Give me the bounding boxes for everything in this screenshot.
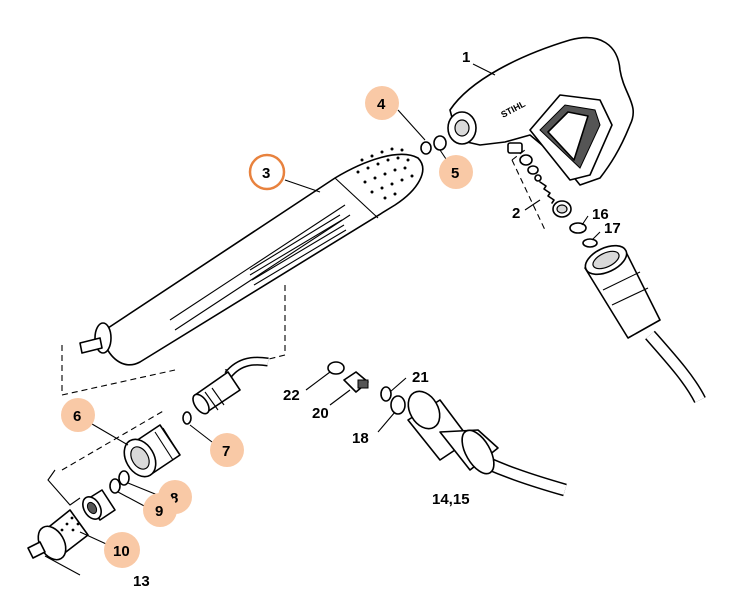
callout-4[interactable]: 4 bbox=[365, 86, 399, 120]
svg-text:21: 21 bbox=[412, 369, 429, 386]
svg-text:1: 1 bbox=[462, 49, 470, 66]
callout-16[interactable]: 16 bbox=[592, 206, 609, 223]
callout-22[interactable]: 22 bbox=[283, 387, 300, 404]
callout-17[interactable]: 17 bbox=[604, 220, 621, 237]
svg-text:7: 7 bbox=[222, 443, 230, 460]
svg-text:4: 4 bbox=[377, 96, 386, 113]
o-ring-4[interactable] bbox=[420, 141, 432, 155]
o-ring-7[interactable] bbox=[182, 411, 192, 425]
spray-gun[interactable]: STIHL bbox=[447, 36, 635, 186]
svg-text:18: 18 bbox=[352, 430, 369, 447]
nozzle-tip[interactable] bbox=[27, 541, 81, 576]
callout-18[interactable]: 18 bbox=[352, 430, 369, 447]
o-ring-18[interactable] bbox=[390, 395, 406, 415]
callout-14-15[interactable]: 14,15 bbox=[432, 491, 470, 508]
callout-10[interactable]: 10 bbox=[104, 532, 140, 568]
callout-6[interactable]: 6 bbox=[61, 398, 95, 432]
nozzle-sleeve[interactable] bbox=[118, 424, 181, 482]
svg-text:14,15: 14,15 bbox=[432, 491, 470, 508]
callout-9[interactable]: 9 bbox=[143, 493, 177, 527]
o-ring-17[interactable] bbox=[582, 238, 598, 248]
o-ring-5[interactable] bbox=[433, 135, 447, 151]
nozzle-body[interactable] bbox=[79, 489, 116, 522]
callout-21[interactable]: 21 bbox=[412, 369, 429, 386]
svg-text:3: 3 bbox=[262, 165, 270, 182]
svg-text:20: 20 bbox=[312, 405, 329, 422]
spray-lance[interactable] bbox=[79, 147, 424, 366]
hose-connector[interactable] bbox=[402, 386, 501, 479]
svg-text:8: 8 bbox=[170, 490, 178, 507]
wire-clip[interactable] bbox=[47, 469, 81, 506]
o-ring-16[interactable] bbox=[569, 222, 587, 234]
hose-gun-fitting[interactable] bbox=[581, 240, 661, 339]
nozzle-cap[interactable] bbox=[33, 509, 89, 565]
svg-text:17: 17 bbox=[604, 220, 621, 237]
callout-13[interactable]: 13 bbox=[133, 573, 150, 590]
svg-text:9: 9 bbox=[155, 503, 163, 520]
valve-parts-group[interactable] bbox=[511, 149, 572, 231]
adapter-20[interactable] bbox=[343, 371, 369, 393]
o-ring-8[interactable] bbox=[118, 470, 130, 486]
callout-3[interactable]: 3 bbox=[248, 153, 286, 191]
svg-text:22: 22 bbox=[283, 387, 300, 404]
lance-grip-texture bbox=[356, 147, 414, 200]
svg-text:10: 10 bbox=[113, 543, 130, 560]
leader-lines bbox=[79, 63, 601, 549]
svg-text:16: 16 bbox=[592, 206, 609, 223]
svg-text:2: 2 bbox=[512, 205, 520, 222]
callout-7[interactable]: 7 bbox=[210, 433, 244, 467]
o-ring-22[interactable] bbox=[327, 361, 345, 375]
lance-connector[interactable] bbox=[190, 356, 269, 416]
o-ring-9[interactable] bbox=[109, 478, 121, 494]
callout-1[interactable]: 1 bbox=[462, 49, 470, 66]
hose-coil[interactable] bbox=[467, 330, 722, 524]
svg-text:5: 5 bbox=[451, 165, 459, 182]
callout-2[interactable]: 2 bbox=[512, 205, 520, 222]
callout-20[interactable]: 20 bbox=[312, 405, 329, 422]
callout-5[interactable]: 5 bbox=[439, 155, 473, 189]
svg-text:6: 6 bbox=[73, 408, 81, 425]
svg-text:13: 13 bbox=[133, 573, 150, 590]
o-ring-21[interactable] bbox=[380, 386, 392, 402]
